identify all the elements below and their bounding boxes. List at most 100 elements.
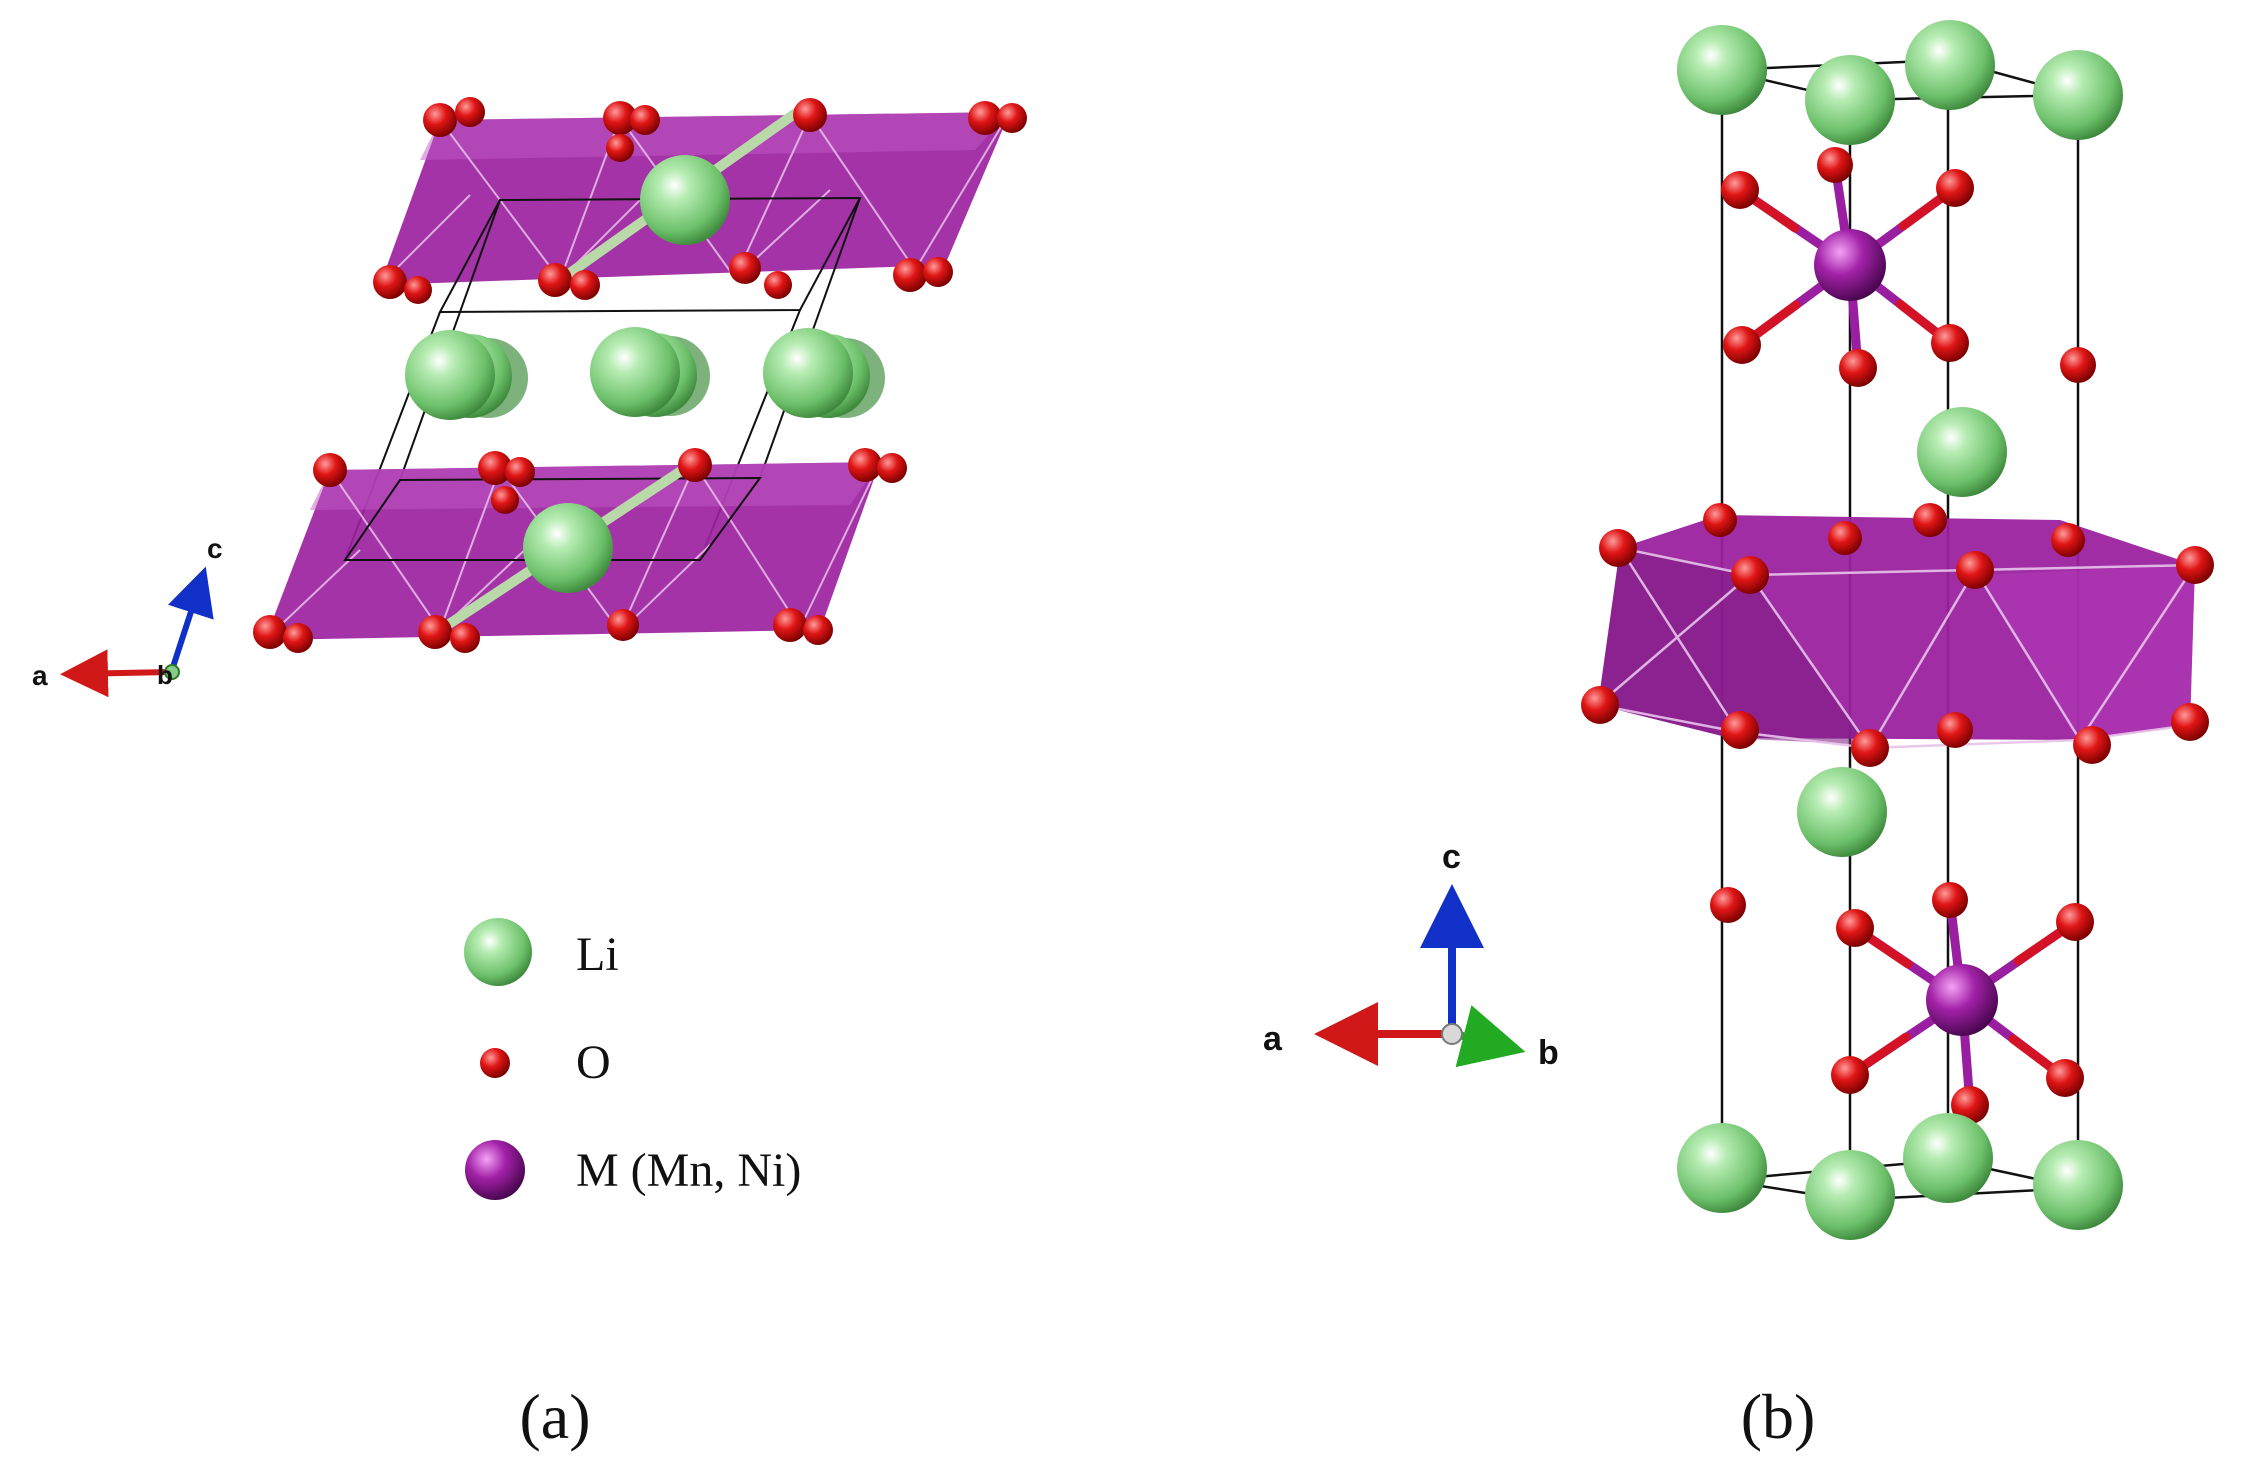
o-atom [491, 486, 519, 514]
li-atom [1903, 1113, 1993, 1203]
li-atom [523, 503, 613, 593]
o-atom [1836, 909, 1874, 947]
caption-b: (b) [1741, 1381, 1816, 1452]
axis-a-arrow [60, 649, 173, 698]
o-atom [313, 453, 347, 487]
li-atom [2033, 1140, 2123, 1230]
li-atom [1677, 25, 1767, 115]
axis-c-label: c [1442, 838, 1461, 876]
o-atom [1721, 171, 1759, 209]
o-atom [1817, 147, 1853, 183]
o-atom [1951, 1086, 1989, 1124]
li-atom [1805, 55, 1895, 145]
o-atom [1913, 503, 1947, 537]
lower-slab-highlight [310, 462, 880, 510]
o-atom [2056, 903, 2094, 941]
panel-a-li-layer [344, 197, 885, 561]
axis-a-label: a [1263, 1020, 1283, 1058]
o-atom [1937, 712, 1973, 748]
li-atom [1677, 1123, 1767, 1213]
o-atom [2171, 703, 2209, 741]
o-atom [803, 615, 833, 645]
o-atom [2051, 523, 2085, 557]
o-atom [893, 258, 927, 292]
o-atom [2060, 347, 2096, 383]
panel-a-upper-layer [373, 97, 1027, 314]
o-atom [1828, 521, 1862, 555]
o-atom [603, 101, 637, 135]
axis-b-label: b [1538, 1034, 1559, 1072]
li-atom [1905, 20, 1995, 110]
o-atom [505, 457, 535, 487]
o-atom [773, 608, 807, 642]
axis-c-label: c [207, 533, 223, 564]
legend-m-label: M (Mn, Ni) [576, 1144, 801, 1197]
li-atom [763, 328, 853, 418]
o-atom [923, 257, 953, 287]
o-atom [1831, 1056, 1869, 1094]
li-atom [590, 327, 680, 417]
o-atom [1932, 882, 1968, 918]
upper-slab-highlight [420, 112, 1010, 160]
o-atom [253, 615, 287, 649]
o-atom [793, 98, 827, 132]
li-atom [1917, 407, 2007, 497]
axis-b-origin [164, 664, 180, 680]
axis-b-arrow [1454, 1005, 1526, 1068]
panel-b-axes: a b c [1263, 838, 1559, 1072]
panel-b-top-octahedron [1721, 147, 2096, 387]
o-atom [478, 451, 512, 485]
o-atom [678, 448, 712, 482]
o-atom [1851, 729, 1889, 767]
o-atom [418, 615, 452, 649]
o-atom [1703, 503, 1737, 537]
legend-m-icon [465, 1140, 525, 1200]
o-atom [968, 101, 1002, 135]
o-atom [607, 609, 639, 641]
li-atom [405, 330, 495, 420]
o-atom [729, 252, 761, 284]
slab-face [1980, 565, 2195, 740]
m-atom [1926, 964, 1998, 1036]
o-atom [1599, 529, 1637, 567]
legend-li-label: Li [576, 928, 619, 981]
o-atom [997, 103, 1027, 133]
o-atom [570, 270, 600, 300]
o-atom [764, 271, 792, 299]
li-atom [640, 155, 730, 245]
legend: Li O M (Mn, Ni) [464, 918, 801, 1200]
o-atom [423, 103, 457, 137]
panel-b-middle-slab [1581, 503, 2214, 767]
slab-shade [1598, 548, 1870, 745]
o-atom [1956, 551, 1994, 589]
o-atom [1931, 324, 1969, 362]
panel-a-structure [253, 97, 1027, 653]
o-atom [1936, 169, 1974, 207]
o-atom [450, 623, 480, 653]
o-atom [2073, 726, 2111, 764]
li-atom [1805, 1150, 1895, 1240]
o-atom [1581, 686, 1619, 724]
o-atom [877, 453, 907, 483]
axis-origin [1441, 1023, 1463, 1045]
m-atom [1814, 229, 1886, 301]
o-atom [2046, 1059, 2084, 1097]
caption-a: (a) [519, 1381, 590, 1452]
axis-b-label: b [157, 660, 173, 690]
lower-unit-cell-edges [343, 476, 762, 561]
o-atom [2176, 546, 2214, 584]
o-atom [1710, 887, 1746, 923]
li-atom [1797, 767, 1887, 857]
o-atom [1721, 711, 1759, 749]
o-atom [455, 97, 485, 127]
axis-a-label: a [32, 660, 48, 691]
legend-o-icon [480, 1048, 510, 1078]
o-atom [404, 276, 432, 304]
o-atom [373, 265, 407, 299]
axis-c-arrow [168, 566, 214, 671]
o-atom [1723, 326, 1761, 364]
legend-o-label: O [576, 1036, 611, 1089]
o-atom [283, 623, 313, 653]
